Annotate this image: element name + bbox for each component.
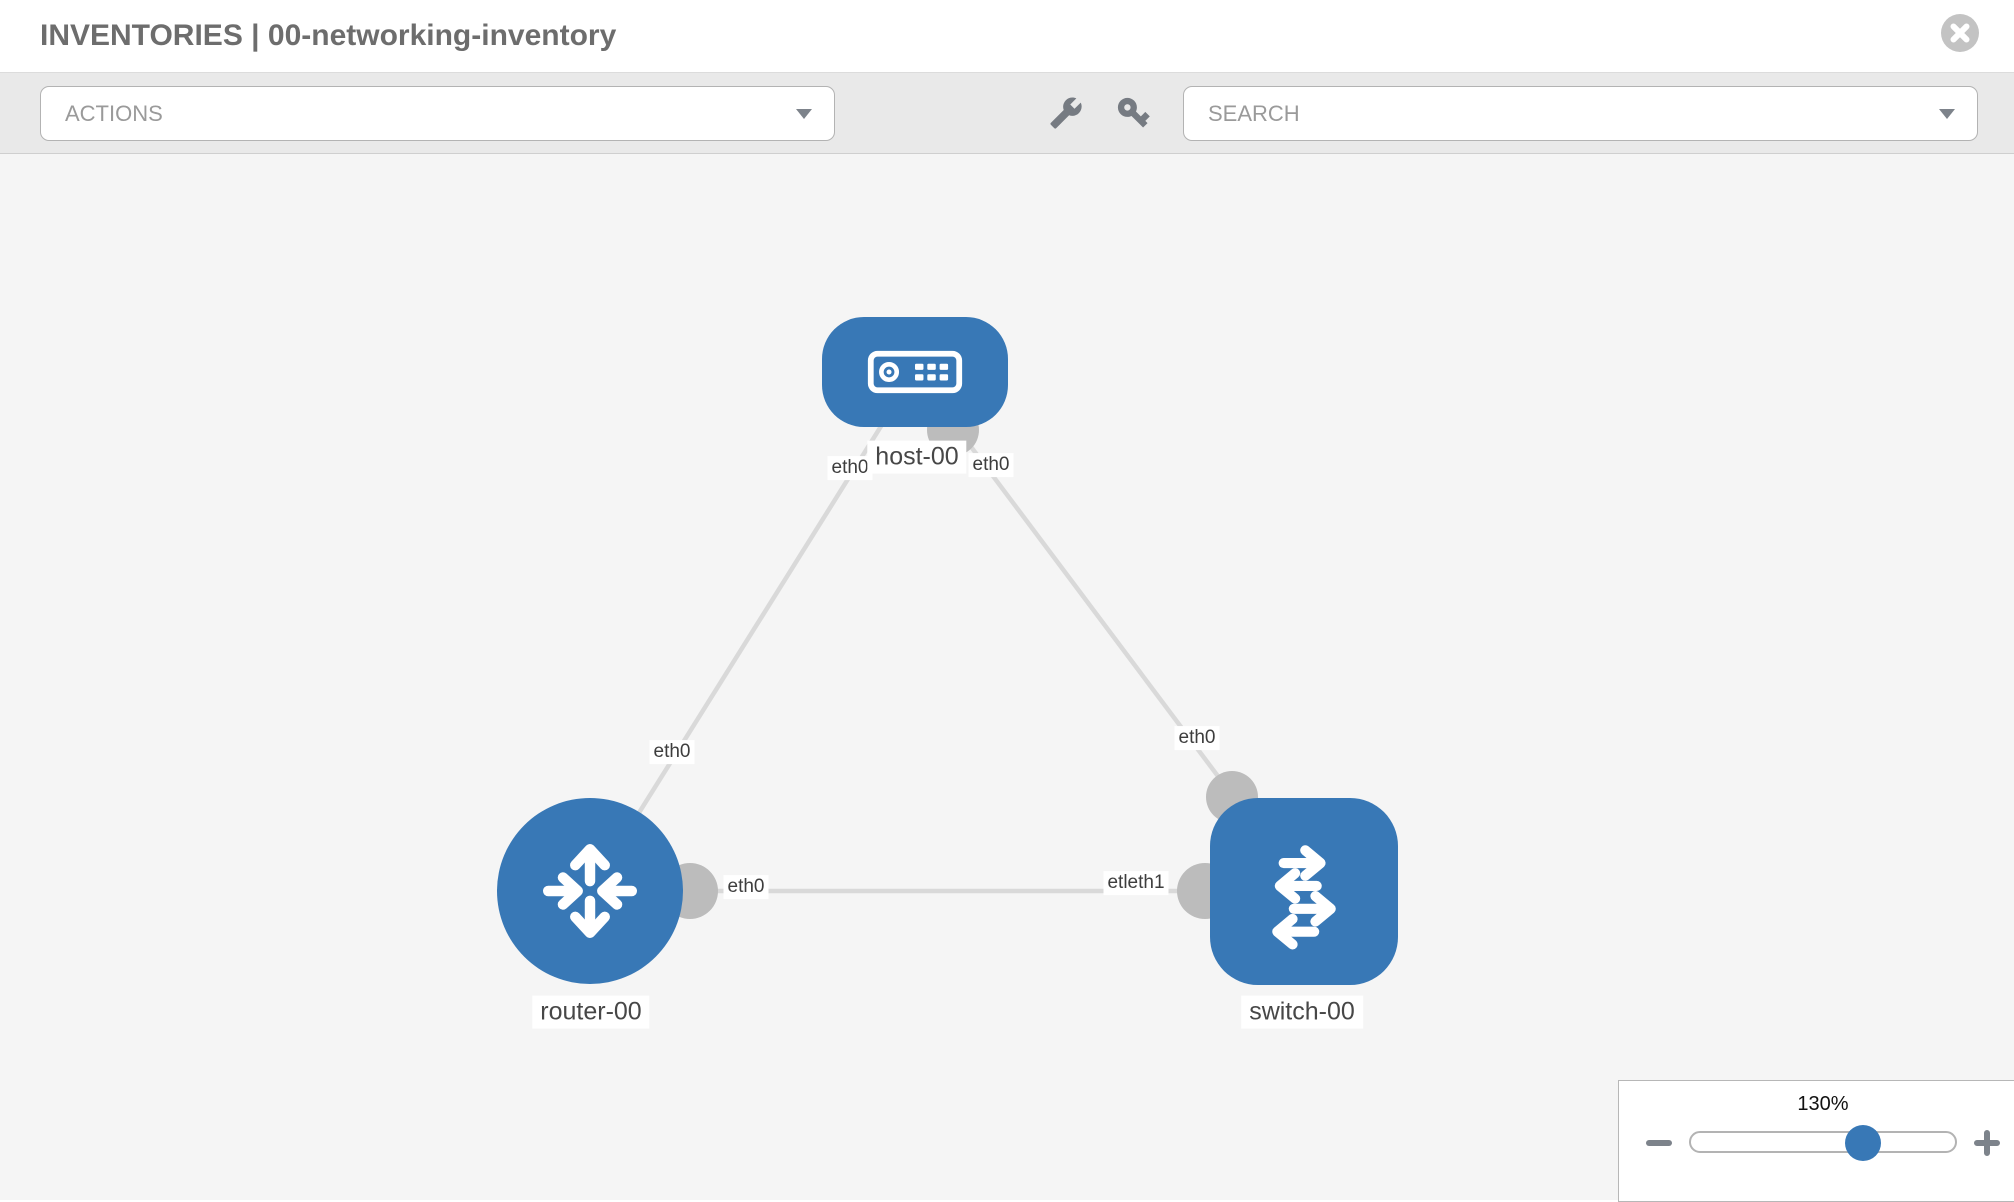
node-router-00[interactable] — [497, 798, 683, 984]
node-label-router-00: router-00 — [532, 995, 650, 1029]
key-button[interactable] — [1110, 90, 1156, 136]
switch-icon — [1272, 845, 1336, 950]
topology-canvas[interactable]: eth0 eth0 eth0 eth0 eth0 etleth1 host-00 router… — [0, 154, 2014, 1202]
close-button[interactable] — [1940, 13, 1980, 53]
port-label: eth0 — [723, 875, 769, 899]
router-icon — [542, 843, 638, 939]
minus-icon — [1646, 1140, 1672, 1146]
node-label-host-00: host-00 — [867, 440, 967, 474]
zoom-in-button[interactable] — [1967, 1128, 2007, 1158]
chevron-down-icon — [796, 108, 812, 119]
zoom-slider[interactable] — [1689, 1131, 1957, 1153]
actions-dropdown[interactable]: ACTIONS — [40, 86, 835, 141]
wrench-button[interactable] — [1045, 92, 1087, 134]
search-dropdown-label: SEARCH — [1208, 100, 1300, 126]
topology-links-layer — [588, 370, 1306, 919]
port-label: etleth1 — [1103, 871, 1169, 895]
host-icon — [867, 350, 963, 394]
zoom-percent-label: 130% — [1797, 1093, 1849, 1115]
key-icon — [1117, 97, 1150, 128]
port-label: eth0 — [1174, 726, 1220, 750]
search-dropdown[interactable]: SEARCH — [1183, 86, 1978, 141]
zoom-slider-knob[interactable] — [1845, 1125, 1882, 1161]
plus-icon — [1974, 1130, 2000, 1156]
header: INVENTORIES | 00-networking-inventory — [0, 0, 2014, 72]
port-label: eth0 — [649, 740, 695, 764]
node-switch-00[interactable] — [1210, 797, 1398, 985]
chevron-down-icon — [1939, 108, 1955, 119]
port-label: eth0 — [827, 456, 873, 480]
close-icon — [1941, 14, 1979, 52]
page-title: INVENTORIES | 00-networking-inventory — [40, 19, 617, 52]
node-label-switch-00: switch-00 — [1241, 995, 1363, 1029]
zoom-control-panel: 130% — [1618, 1080, 2014, 1202]
node-host-00[interactable] — [822, 317, 1008, 427]
actions-dropdown-label: ACTIONS — [65, 100, 163, 126]
zoom-out-button[interactable] — [1639, 1128, 1679, 1158]
wrench-icon — [1050, 97, 1082, 129]
port-label: eth0 — [968, 453, 1014, 477]
toolbar: ACTIONS SEARCH — [0, 72, 2014, 154]
